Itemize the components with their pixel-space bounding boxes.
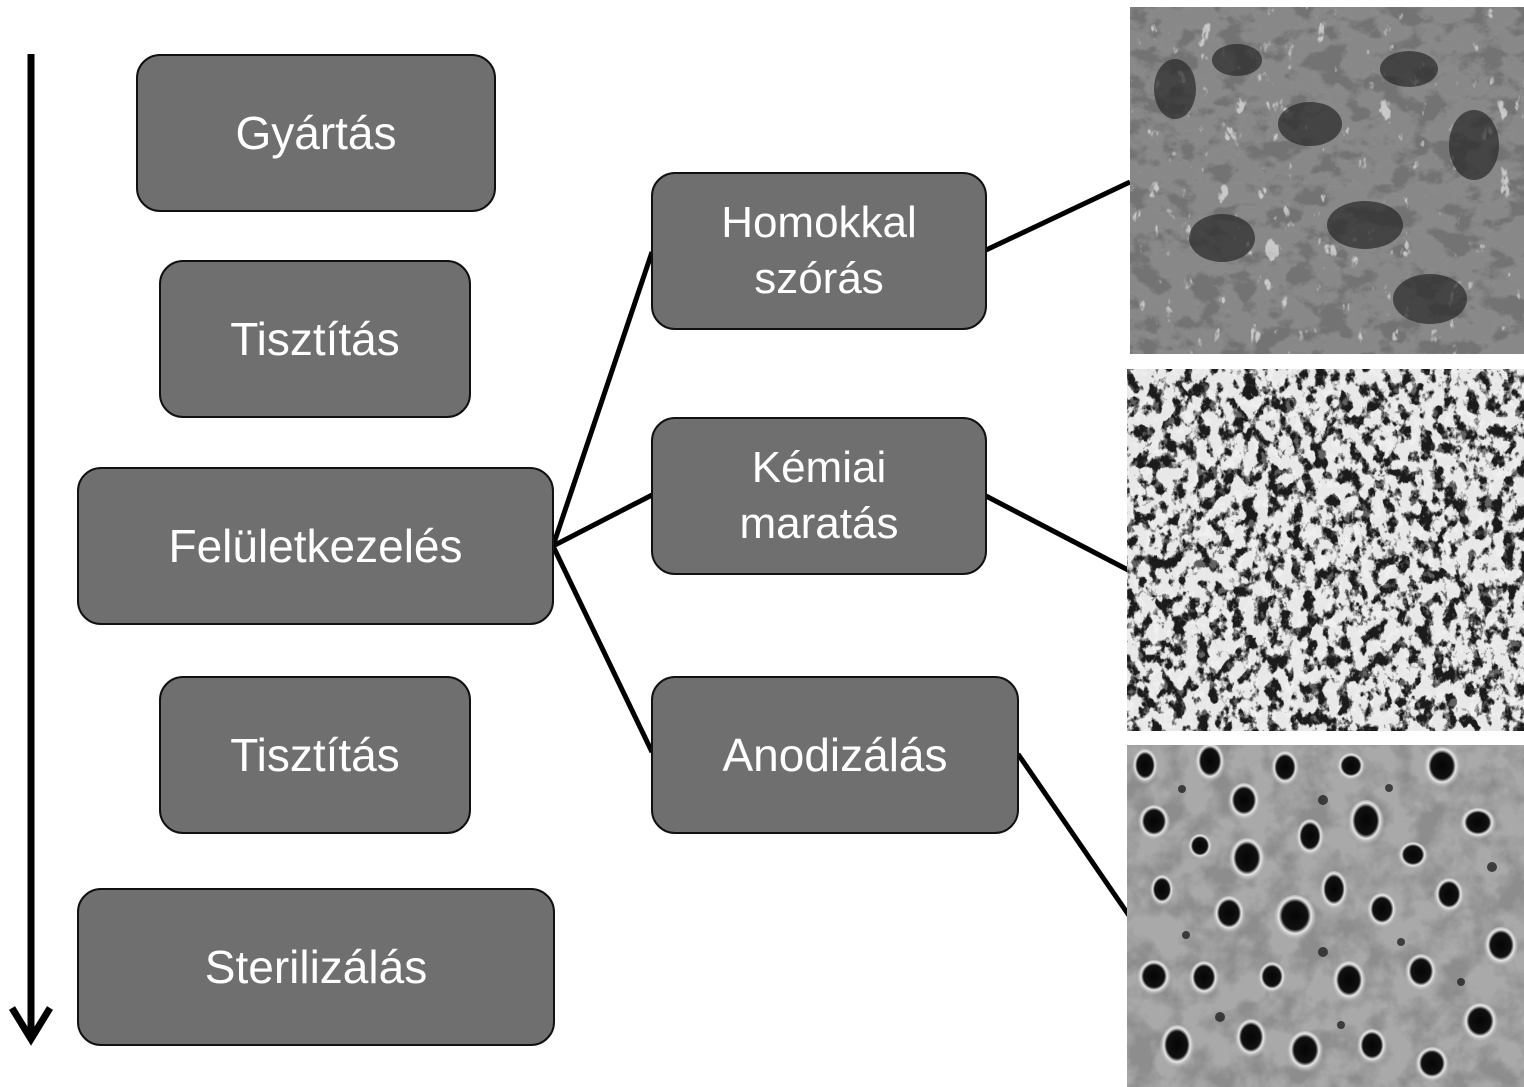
anodized-surface-texture: [1127, 745, 1524, 1087]
connector-sandblasting-to-image: [986, 182, 1130, 250]
process-step-tisztitas-first: Tisztítás: [159, 260, 471, 418]
anodized-surface-micrograph: [1127, 745, 1524, 1087]
treatment-method-anodizalas-label: Anodizálás: [722, 726, 947, 785]
process-step-feluletkezeles-label: Felületkezelés: [168, 517, 462, 576]
process-step-gyartas: Gyártás: [136, 54, 496, 212]
connector-surface-to-anodizing: [553, 546, 652, 752]
process-step-tisztitas-second-label: Tisztítás: [230, 726, 400, 785]
chemical-etched-surface-texture: [1127, 369, 1524, 731]
process-step-sterilizalas-label: Sterilizálás: [205, 938, 427, 997]
connector-anodizing-to-image: [1018, 754, 1130, 917]
chemical-etched-surface-micrograph: [1127, 369, 1524, 731]
sandblasted-surface-micrograph: [1130, 7, 1524, 354]
connector-etching-to-image: [986, 496, 1130, 571]
process-step-tisztitas-second: Tisztítás: [159, 676, 471, 834]
process-step-sterilizalas: Sterilizálás: [77, 888, 555, 1046]
sandblasted-surface-texture: [1130, 7, 1524, 354]
process-step-feluletkezeles: Felületkezelés: [77, 467, 554, 625]
treatment-method-homokkal-szoras: Homokkal szórás: [651, 172, 987, 330]
treatment-method-kemiai-maratas: Kémiai maratás: [651, 417, 987, 575]
process-step-gyartas-label: Gyártás: [235, 104, 396, 163]
treatment-method-anodizalas: Anodizálás: [651, 676, 1019, 834]
treatment-method-kemiai-maratas-label: Kémiai maratás: [740, 440, 899, 553]
treatment-method-homokkal-szoras-label: Homokkal szórás: [721, 195, 917, 308]
process-step-tisztitas-first-label: Tisztítás: [230, 310, 400, 369]
